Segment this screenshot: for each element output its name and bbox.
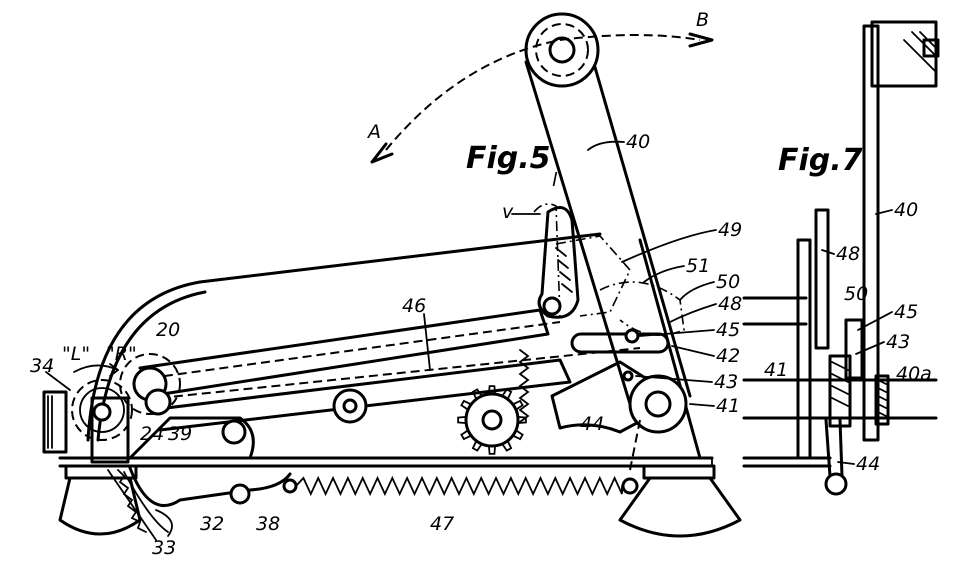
fig7-arm-40 [862, 20, 940, 442]
gear-tooth [471, 439, 483, 452]
arm-40 [524, 12, 692, 471]
gear-tooth [501, 439, 513, 452]
label-41-fig7: 41 [764, 359, 788, 381]
gear-tooth [511, 399, 524, 411]
label-48-fig7: 48 [836, 243, 860, 265]
gear-tooth [460, 429, 473, 441]
leader-lines [45, 140, 893, 537]
base-plate [58, 456, 714, 468]
gear-tooth [488, 444, 496, 455]
label-40: 40 [626, 131, 650, 153]
label-l: l [552, 169, 558, 191]
slot-42 [570, 332, 670, 354]
label-46: 46 [402, 295, 426, 317]
label-40-fig7: 40 [894, 199, 918, 221]
rack [518, 349, 530, 423]
label-42: 42 [716, 345, 740, 367]
label-48: 48 [718, 293, 742, 315]
label-v: v [502, 201, 514, 223]
gear-tooth [501, 388, 513, 401]
direction-arcs [73, 363, 119, 377]
gear-tooth [516, 416, 527, 424]
label-39: 39 [168, 423, 192, 445]
lever-46 [138, 308, 561, 398]
label-32: 32 [200, 513, 224, 535]
label-38: 38 [256, 513, 280, 535]
gear-tooth [471, 388, 483, 401]
label-40a-fig7: 40a [896, 363, 932, 385]
label-41: 41 [716, 395, 740, 417]
label-50: 50 [716, 271, 740, 293]
label-24: 24 [140, 423, 164, 445]
label-45: 45 [716, 319, 740, 341]
gear-tooth [457, 416, 468, 424]
gear-wheel [457, 385, 527, 455]
arrow-b-label: B [696, 9, 709, 31]
right-foot [618, 464, 742, 538]
label-49: 49 [718, 219, 742, 241]
spring-47 [282, 475, 639, 497]
label-20: 20 [156, 319, 180, 341]
label-43-fig7: 43 [886, 331, 910, 353]
pivot-plate-32 [128, 416, 292, 507]
toothed-segment-33 [107, 469, 157, 541]
gear-tooth [460, 399, 473, 411]
label-34: 34 [30, 355, 54, 377]
fig7-lever-44 [824, 418, 848, 496]
label-43: 43 [714, 371, 738, 393]
fig7-shaft [742, 296, 938, 420]
label-L: "L" [62, 343, 90, 365]
fig5-title: Fig.5 [466, 141, 551, 176]
gear-tooth [488, 385, 496, 396]
arrow-a-label: A [366, 121, 381, 143]
left-foot [58, 464, 142, 536]
gear-tooth [511, 429, 524, 441]
fig7-plates [742, 208, 832, 468]
rollers-front [71, 353, 181, 441]
labels: Fig.5 Fig.7 A B 40 49 51 50 48 45 42 43 … [30, 9, 932, 559]
label-47: 47 [430, 513, 454, 535]
pivot-disc [332, 388, 368, 424]
label-51: 51 [686, 255, 710, 277]
label-50-fig7: 50 [844, 283, 868, 305]
label-45-fig7: 45 [894, 301, 918, 323]
label-44: 44 [580, 413, 604, 435]
swing-arc [370, 32, 714, 164]
fig7-title: Fig.7 [778, 143, 863, 178]
label-33: 33 [152, 537, 176, 559]
label-R: "R" [106, 343, 137, 365]
label-44-fig7: 44 [856, 453, 880, 475]
